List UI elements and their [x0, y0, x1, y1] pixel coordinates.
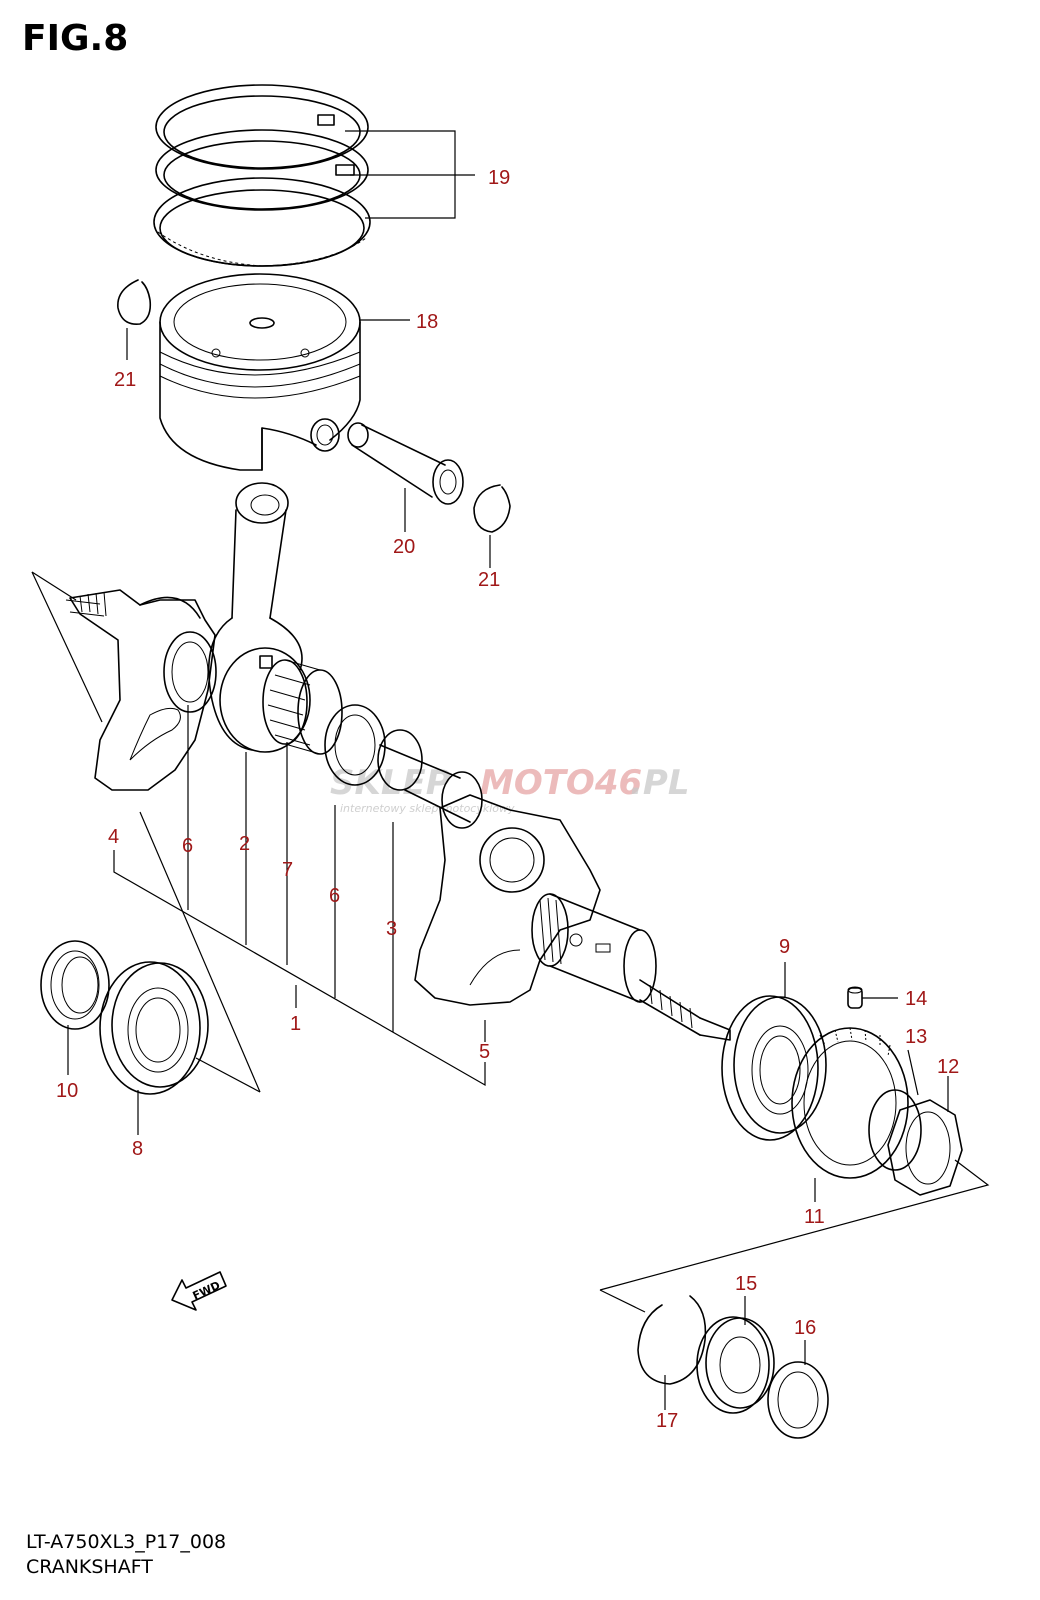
- circlip-upper-drawing: [117, 279, 152, 325]
- callout-9: 9: [779, 936, 790, 958]
- callout-4: 4: [108, 826, 119, 848]
- callout-18: 18: [416, 311, 438, 333]
- thrust-washer-drawing: [324, 704, 386, 786]
- right-bearing-drawing: [721, 995, 827, 1141]
- small-oil-seal-drawing: [767, 1361, 829, 1439]
- crankshaft-right-drawing: [414, 794, 731, 1041]
- watermark: SKLEP MOTO46 .PL internetowy sklep motoc…: [330, 763, 690, 815]
- callout-21-upper: 21: [114, 369, 136, 391]
- needle-bearing-drawing: [262, 659, 343, 755]
- watermark-part-1: SKLEP: [330, 763, 451, 803]
- fwd-arrow-icon: FWD: [171, 1271, 227, 1311]
- circlip-lower-drawing: [473, 484, 511, 533]
- callout-8: 8: [132, 1138, 143, 1160]
- small-bearing-drawing: [696, 1316, 775, 1414]
- fwd-label: FWD: [191, 1279, 223, 1303]
- watermark-tagline: internetowy sklep motocyklowy: [340, 802, 515, 815]
- callout-6-left: 6: [182, 835, 193, 857]
- washer-drawing: [868, 1089, 922, 1171]
- snap-ring-drawing: [637, 1295, 707, 1385]
- model-code: LT-A750XL3_P17_008: [26, 1531, 227, 1553]
- callout-3: 3: [386, 918, 397, 940]
- callout-11: 11: [804, 1206, 825, 1228]
- watermark-part-3: .PL: [630, 763, 690, 803]
- callout-15: 15: [735, 1273, 757, 1295]
- section-name: CRANKSHAFT: [26, 1556, 153, 1578]
- left-bearing-drawing: [99, 961, 209, 1095]
- callouts: 19 18 21 20 21 4 6 2 7 6 3 1 5 9 14 13 1…: [56, 167, 959, 1432]
- callout-1: 1: [290, 1013, 301, 1035]
- gear-drawing: [791, 1027, 909, 1179]
- piston-rings-drawing: [153, 84, 371, 267]
- callout-12: 12: [937, 1056, 959, 1078]
- connecting-rod-drawing: [207, 482, 311, 753]
- leader-lines: [31, 130, 990, 1410]
- callout-2: 2: [239, 833, 250, 855]
- watermark-part-2: MOTO46: [480, 763, 642, 803]
- crankshaft-left-drawing: [65, 589, 217, 791]
- piston-drawing: [159, 273, 361, 471]
- nut-drawing: [887, 1099, 963, 1196]
- callout-13: 13: [905, 1026, 927, 1048]
- callout-14: 14: [905, 988, 927, 1010]
- wrist-pin-drawing: [347, 422, 464, 505]
- left-oil-seal-drawing: [40, 940, 110, 1030]
- callout-19: 19: [488, 167, 510, 189]
- callout-20: 20: [393, 536, 415, 558]
- callout-6-right: 6: [329, 885, 340, 907]
- callout-21-lower: 21: [478, 569, 500, 591]
- callout-16: 16: [794, 1317, 816, 1339]
- callout-7: 7: [282, 859, 293, 881]
- key-drawing: [847, 986, 863, 1009]
- callout-10: 10: [56, 1080, 78, 1102]
- callout-5: 5: [479, 1041, 490, 1063]
- figure-title: FIG.8: [22, 18, 129, 59]
- callout-17: 17: [656, 1410, 678, 1432]
